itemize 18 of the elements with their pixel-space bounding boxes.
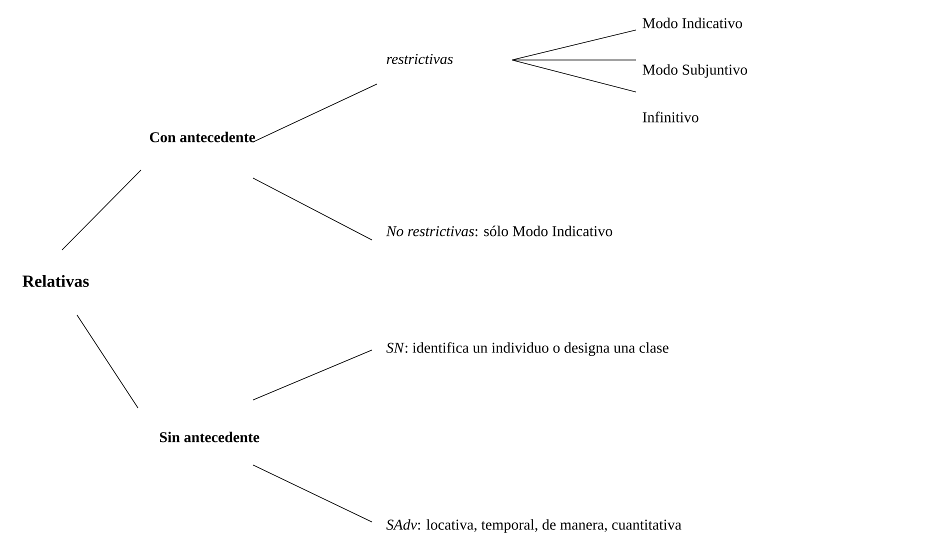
connector-line: [252, 350, 372, 400]
label-text: SAdv: locativa, temporal, de manera, cuantitativa: [386, 519, 682, 533]
connector-line: [512, 30, 636, 60]
connector-line: [252, 84, 378, 142]
label-text: Modo Indicativo: [642, 18, 742, 28]
label-text: SN: identifica un individuo o designa una clase: [386, 342, 668, 356]
label-text: Infinitivo: [642, 112, 698, 122]
label-text: Modo Subjuntivo: [642, 64, 748, 78]
label-text: restrictivas: [386, 54, 453, 64]
connector-line: [252, 178, 372, 240]
label-text: Con antecedente: [150, 132, 256, 142]
connector-line: [512, 60, 636, 92]
connector-line: [252, 464, 372, 522]
label-text: Sin antecedente: [160, 432, 260, 442]
connector-line: [62, 170, 142, 250]
connector-line: [76, 314, 138, 408]
label-text: Relativas: [22, 275, 89, 287]
label-text: No restrictivas: sólo Modo Indicativo: [386, 226, 612, 236]
